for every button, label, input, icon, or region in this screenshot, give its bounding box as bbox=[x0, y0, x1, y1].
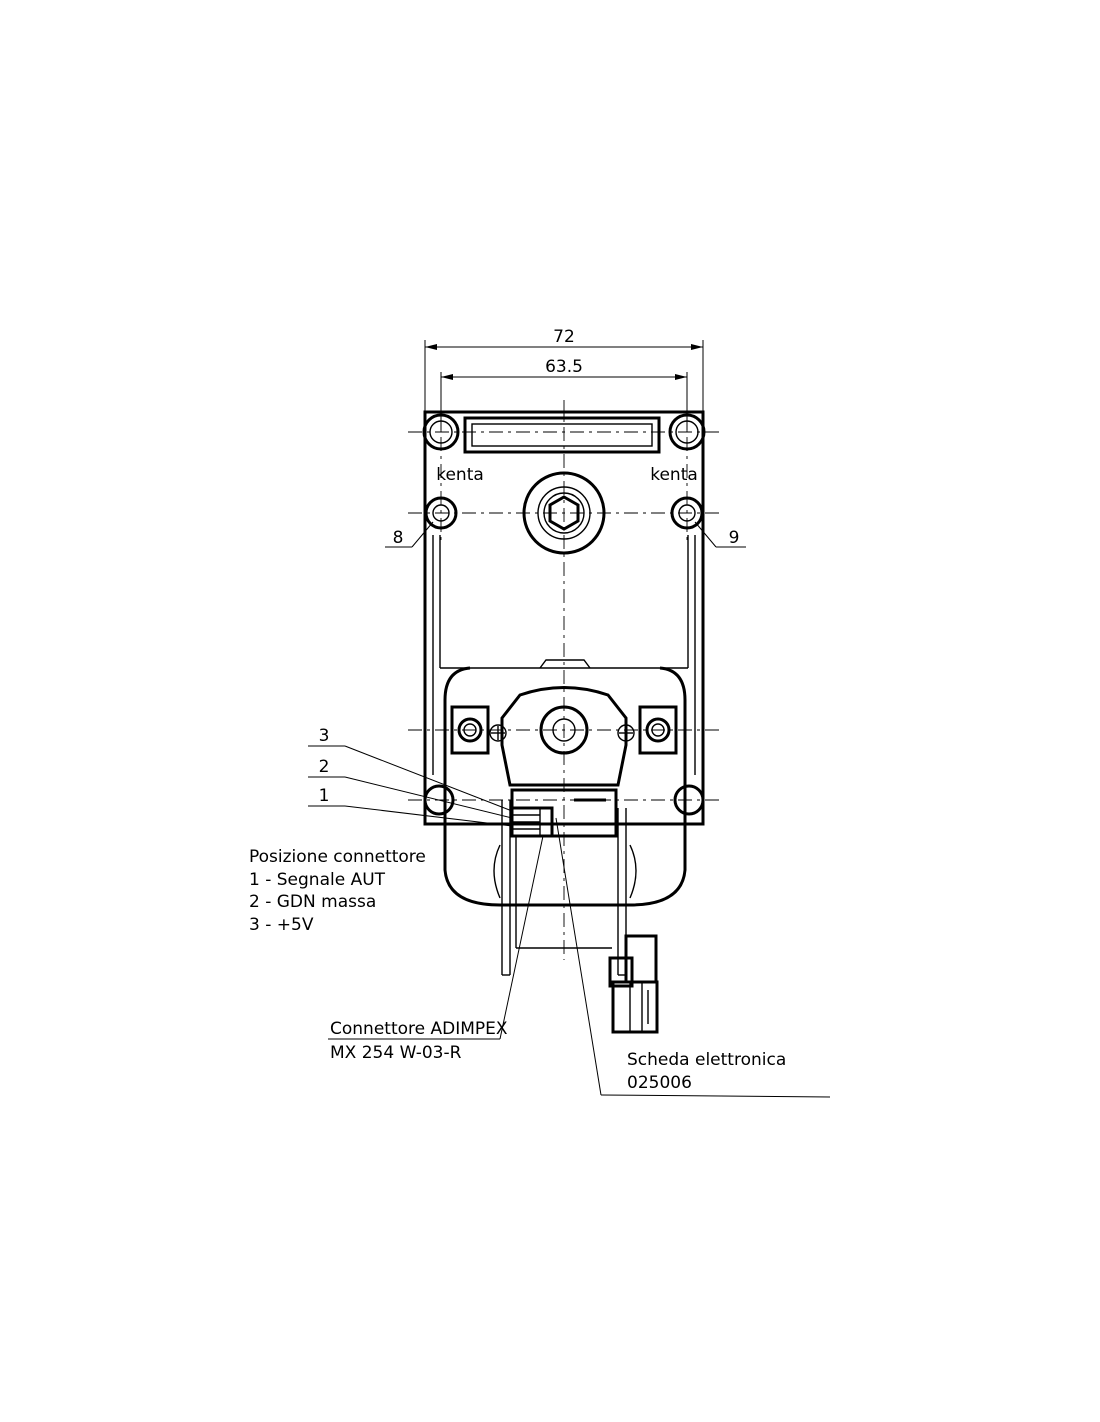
dimension-overall-width bbox=[424, 340, 704, 412]
mounting-hole-9 bbox=[670, 496, 704, 530]
board-label-line-2: 025006 bbox=[627, 1073, 692, 1093]
dimension-63-5-label: 63.5 bbox=[545, 357, 583, 377]
connector-legend-line-1: 1 - Segnale AUT bbox=[249, 870, 386, 890]
connector-legend-line-3: 3 - +5V bbox=[249, 915, 314, 935]
board-label-leader bbox=[555, 817, 831, 1098]
mounting-hole-bottom-right bbox=[673, 784, 705, 816]
motor-bracket bbox=[450, 705, 678, 755]
motor-body bbox=[443, 659, 687, 907]
output-shaft bbox=[522, 471, 606, 555]
connector-label-line-1: Connettore ADIMPEX bbox=[330, 1019, 508, 1039]
gearbox-housing bbox=[423, 410, 705, 826]
connector-legend-title: Posizione connettore bbox=[249, 847, 426, 867]
output-plug bbox=[608, 934, 659, 1034]
mounting-hole-top-left bbox=[422, 413, 460, 451]
kenta-mark-right: kenta bbox=[650, 465, 698, 485]
board-label-line-1: Scheda elettronica bbox=[627, 1050, 786, 1070]
stator-core bbox=[500, 686, 628, 787]
callout-8-label: 8 bbox=[393, 528, 404, 548]
connector-legend-line-2: 2 - GDN massa bbox=[249, 892, 376, 912]
callout-9-label: 9 bbox=[729, 528, 740, 548]
connector-label-line-2: MX 254 W-03-R bbox=[330, 1043, 462, 1063]
callout-leader-8 bbox=[385, 521, 434, 548]
kenta-mark-left: kenta bbox=[436, 465, 484, 485]
pin-1-label: 1 bbox=[319, 786, 330, 806]
connector-adimpex bbox=[510, 806, 554, 838]
pin-2-label: 2 bbox=[319, 757, 330, 777]
connector-label-leader bbox=[328, 835, 544, 1040]
mounting-hole-bottom-left bbox=[423, 784, 455, 816]
mounting-hole-8 bbox=[424, 496, 458, 530]
mounting-hole-top-right bbox=[668, 413, 706, 451]
rotor-shaft bbox=[539, 705, 589, 755]
screw-left bbox=[489, 724, 507, 742]
pin-callout-leaders bbox=[308, 745, 513, 827]
pin-3-label: 3 bbox=[319, 726, 330, 746]
dimension-72-label: 72 bbox=[553, 327, 575, 347]
dimension-hole-spacing bbox=[440, 372, 688, 430]
callout-leader-9 bbox=[694, 521, 746, 548]
